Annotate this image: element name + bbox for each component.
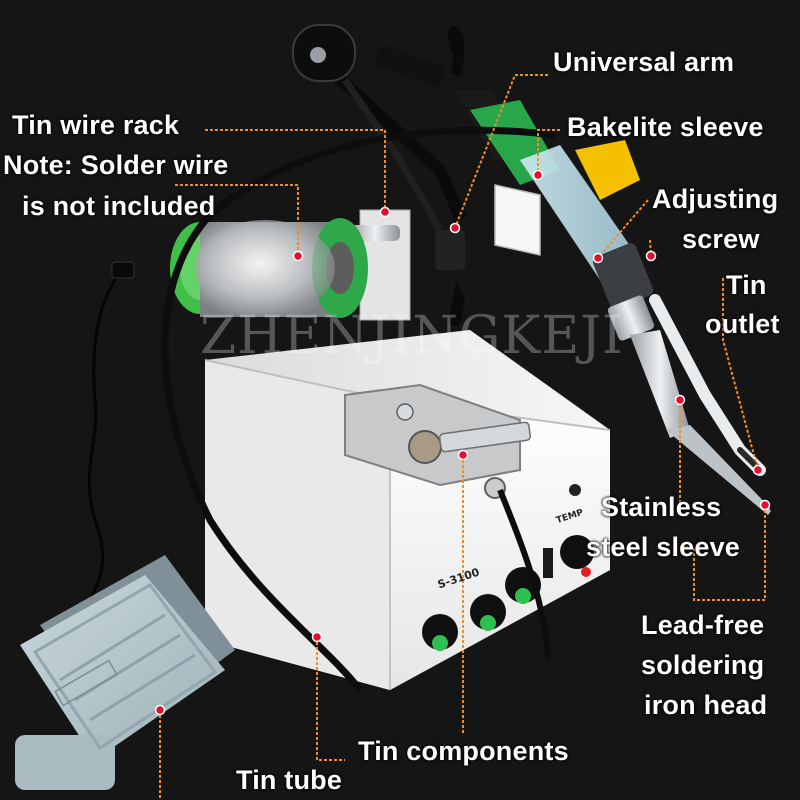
foot-pedal — [15, 555, 235, 790]
label-tin-outlet-line1: Tin — [726, 270, 767, 300]
tin-tube-cable — [161, 126, 556, 693]
leader-lines — [159, 74, 766, 800]
label-leadfree-line2: soldering — [641, 650, 765, 680]
universal-arm — [292, 24, 509, 326]
front-knobs — [422, 484, 594, 651]
feeder-bracket — [344, 383, 532, 499]
watermark: ZHENJINGKEJI — [200, 306, 624, 366]
label-leadfree-line3: iron head — [644, 690, 768, 720]
label-note-line1: Note: Solder wire — [3, 150, 229, 180]
label-bakelite-sleeve: Bakelite sleeve — [567, 112, 764, 142]
label-tin-outlet-line2: outlet — [705, 309, 780, 339]
label-adjusting-line2: screw — [682, 224, 760, 254]
marker-dots — [154, 169, 771, 716]
soldering-iron — [447, 25, 777, 519]
label-tin-components: Tin components — [358, 736, 569, 766]
label-stainless-line1: Stainless — [601, 492, 722, 522]
label-stainless-line2: steel sleeve — [586, 532, 741, 562]
label-universal-arm: Universal arm — [553, 47, 735, 77]
label-leadfree-line1: Lead-free — [641, 610, 765, 640]
pedal-cable — [87, 271, 122, 601]
label-tin-tube: Tin tube — [236, 765, 343, 795]
label-tin-wire-rack: Tin wire rack — [12, 110, 180, 140]
label-adjusting-line1: Adjusting — [652, 184, 779, 214]
label-note-line2: is not included — [22, 191, 216, 221]
